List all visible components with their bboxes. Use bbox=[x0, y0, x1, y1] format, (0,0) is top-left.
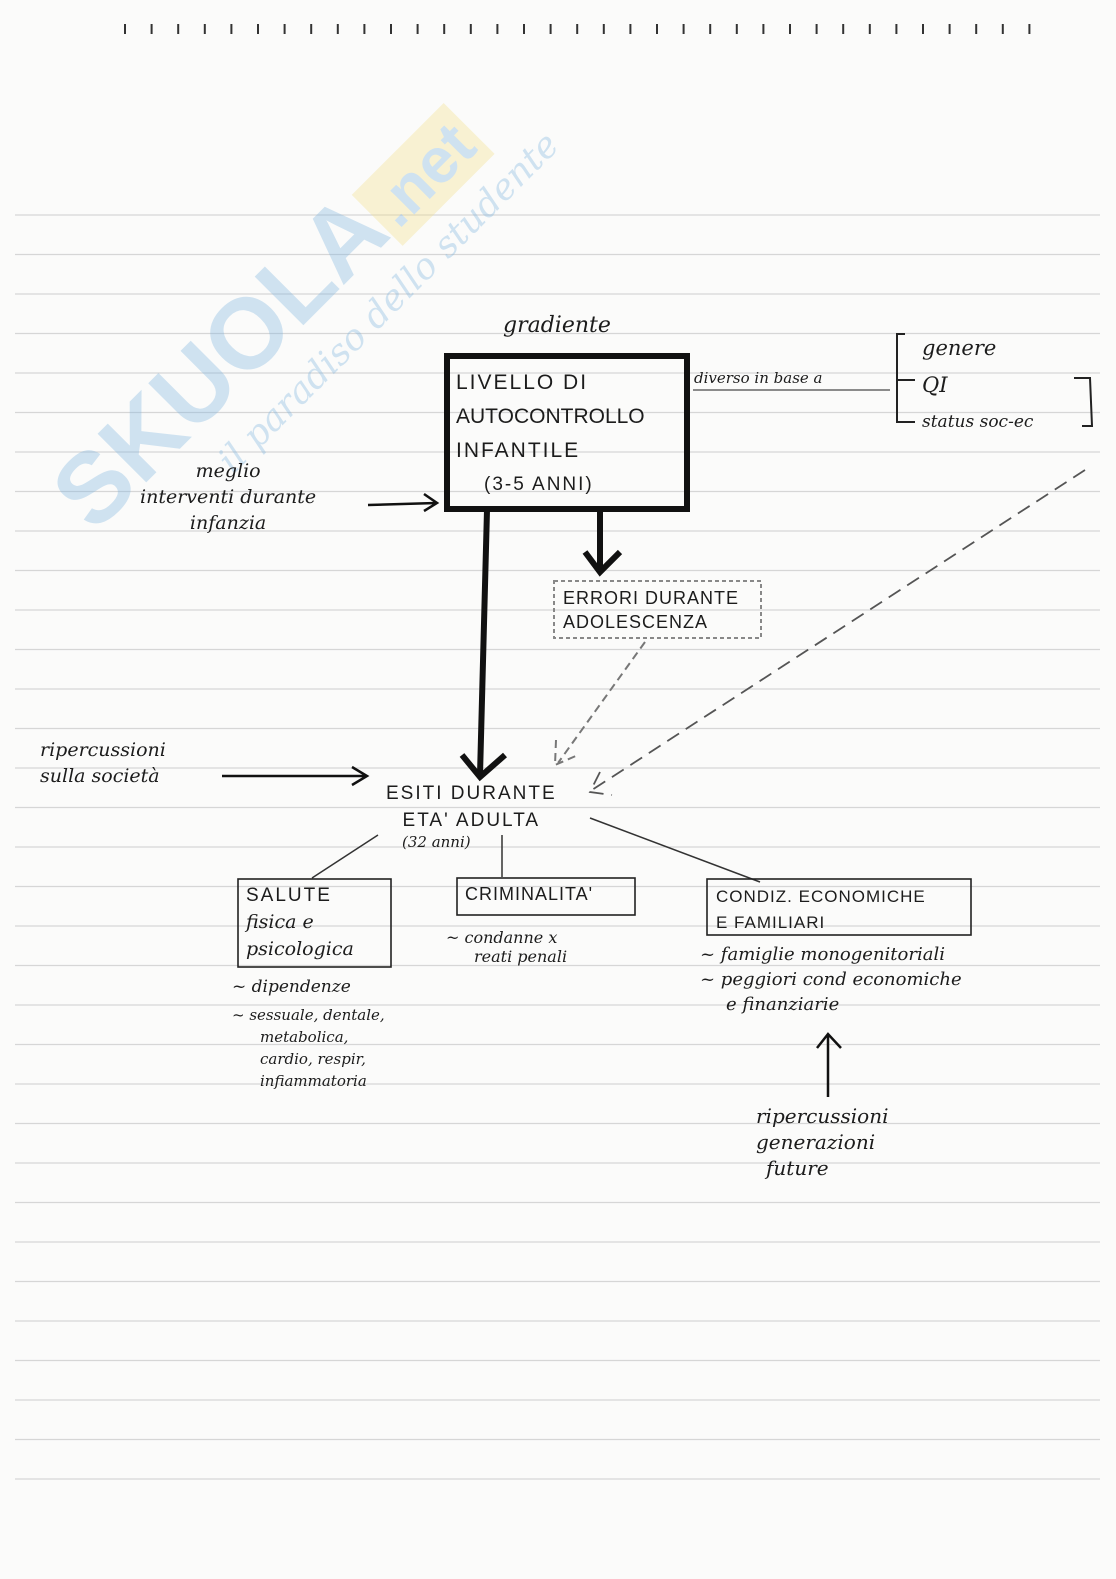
note-line: infanzia bbox=[189, 512, 267, 534]
outcome-line: ESITI DURANTE bbox=[386, 783, 557, 804]
variation-label: diverso in base a bbox=[694, 369, 823, 387]
note-line: generazioni bbox=[756, 1130, 876, 1154]
arrow-variation-to-outcomes bbox=[588, 469, 1086, 796]
outcome-box-economic bbox=[706, 878, 972, 936]
errors-line: ADOLESCENZA bbox=[563, 612, 709, 632]
bracket-right bbox=[1074, 377, 1094, 427]
outcome-economic-bullets: ~ famiglie monogenitoriali ~ peggiori co… bbox=[700, 942, 962, 1017]
interventions-note: meglio interventi durante infanzia bbox=[140, 458, 316, 536]
branch-line bbox=[589, 817, 761, 883]
errors-node-box bbox=[553, 580, 762, 639]
branch-line bbox=[311, 834, 379, 879]
arrow-future bbox=[816, 1032, 842, 1097]
bullet: ~ peggiori cond economiche bbox=[700, 969, 962, 990]
outcome-line: ETA' ADULTA bbox=[402, 810, 541, 831]
bullet: ~ famiglie monogenitoriali bbox=[700, 944, 945, 965]
variation-item: genere bbox=[922, 336, 997, 360]
note-line: sulla società bbox=[40, 765, 160, 787]
outcome-title: SALUTE bbox=[246, 885, 332, 906]
outcome-title: CONDIZ. ECONOMICHE bbox=[716, 887, 926, 906]
outcome-box-crime bbox=[456, 877, 636, 916]
bullet: e finanziarie bbox=[726, 994, 840, 1015]
note-line: interventi durante bbox=[140, 486, 317, 508]
outcome-health: SALUTE fisica e psicologica bbox=[246, 882, 354, 963]
note-line: ripercussioni bbox=[40, 739, 166, 761]
outcome-title: psicologica bbox=[246, 938, 354, 960]
main-node-box bbox=[444, 353, 690, 512]
bullet: cardio, respir, bbox=[260, 1050, 366, 1068]
errors-line: ERRORI DURANTE bbox=[563, 588, 740, 608]
main-node-line: AUTOCONTROLLO bbox=[456, 405, 645, 428]
variation-list: genere QI status soc-ec bbox=[922, 330, 1033, 441]
note-line: future bbox=[766, 1156, 829, 1180]
outcome-box-health bbox=[237, 878, 392, 968]
bullet: reati penali bbox=[474, 947, 568, 966]
bracket-left bbox=[896, 333, 915, 423]
main-node: LIVELLO DI AUTOCONTROLLO INFANTILE (3-5 … bbox=[456, 366, 645, 502]
outcome-node: ESITI DURANTE ETA' ADULTA bbox=[386, 780, 557, 834]
note-line: meglio bbox=[195, 460, 261, 482]
bullet: metabolica, bbox=[260, 1028, 349, 1046]
bullet: ~ sessuale, dentale, bbox=[232, 1006, 385, 1024]
society-note: ripercussioni sulla società bbox=[40, 737, 166, 789]
variation-item: QI bbox=[922, 373, 948, 397]
bullet: infiammatoria bbox=[260, 1072, 367, 1090]
main-node-line: (3-5 ANNI) bbox=[484, 474, 594, 495]
arrow-errors-to-outcomes bbox=[553, 641, 646, 767]
arrow-main-to-outcomes bbox=[459, 509, 507, 782]
outcome-crime-bullets: ~ condanne x reati penali bbox=[446, 928, 567, 966]
main-node-line: INFANTILE bbox=[456, 439, 581, 462]
outcome-age: (32 anni) bbox=[402, 833, 471, 851]
arrow-to-errors bbox=[582, 510, 623, 577]
outcome-title: E FAMILIARI bbox=[716, 913, 826, 932]
outcome-health-bullets: ~ dipendenze ~ sessuale, dentale, metabo… bbox=[232, 976, 385, 1092]
gradient-label: gradiente bbox=[503, 313, 611, 338]
note-line: ripercussioni bbox=[756, 1104, 889, 1128]
outcome-crime: CRIMINALITA' bbox=[465, 884, 594, 904]
outcome-title: fisica e bbox=[246, 911, 314, 933]
bullet: ~ dipendenze bbox=[232, 977, 351, 997]
arrow-society bbox=[222, 765, 370, 787]
main-node-line: LIVELLO DI bbox=[456, 371, 589, 394]
arrow-interventions bbox=[367, 492, 440, 513]
bullet: ~ condanne x bbox=[446, 928, 558, 947]
variation-item: status soc-ec bbox=[922, 412, 1034, 432]
future-note: ripercussioni generazioni future bbox=[756, 1103, 888, 1181]
outcome-economic: CONDIZ. ECONOMICHE E FAMILIARI bbox=[716, 884, 926, 936]
errors-node: ERRORI DURANTE ADOLESCENZA bbox=[563, 586, 739, 634]
